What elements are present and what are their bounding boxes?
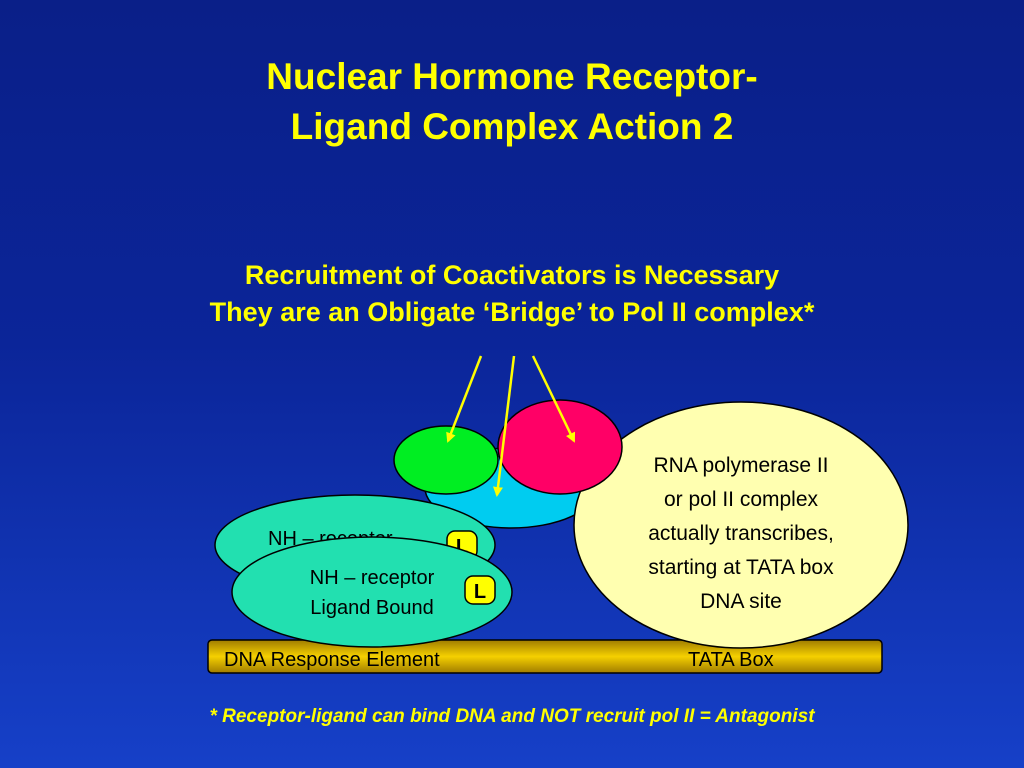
subtitle-line-2: They are an Obligate ‘Bridge’ to Pol II …	[209, 297, 815, 327]
arrow-to-green-coactivator	[446, 355, 483, 443]
pol2-label-line-4: starting at TATA box	[648, 556, 834, 579]
dna-bar: DNA Response Element TATA Box	[207, 639, 883, 674]
receptor-front: NH – receptor Ligand Bound L	[231, 536, 513, 648]
ligand-front-label: L	[474, 581, 486, 603]
dna-response-element-label: DNA Response Element	[224, 649, 440, 671]
pol2-label-line-1: RNA polymerase II	[653, 454, 828, 477]
dna-bar-shape	[207, 639, 883, 674]
arrow-to-cyan-coactivator	[493, 355, 516, 497]
green-coactivator	[393, 425, 499, 495]
receptor-front-label-line-2: Ligand Bound	[310, 597, 433, 619]
tata-box-label: TATA Box	[688, 649, 774, 671]
slide-subtitle: Recruitment of Coactivators is Necessary…	[0, 257, 1024, 331]
footnote: * Receptor-ligand can bind DNA and NOT r…	[209, 706, 815, 727]
slide-title: Nuclear Hormone Receptor- Ligand Complex…	[0, 52, 1024, 152]
pol2-shape	[573, 401, 909, 649]
pol2-label-line-5: DNA site	[700, 590, 782, 613]
title-line-2: Ligand Complex Action 2	[290, 106, 734, 147]
subtitle-line-1: Recruitment of Coactivators is Necessary	[244, 260, 780, 290]
arrow-to-magenta-coactivator	[531, 355, 576, 443]
receptor-front-label-line-1: NH – receptor	[310, 567, 435, 589]
pol2-complex: RNA polymerase II or pol II complex actu…	[573, 401, 909, 649]
title-line-1: Nuclear Hormone Receptor-	[266, 56, 758, 97]
pol2-label-line-2: or pol II complex	[664, 488, 819, 511]
pol2-label-line-3: actually transcribes,	[648, 522, 834, 545]
receptor-front-shape	[231, 536, 513, 648]
magenta-coactivator	[497, 399, 623, 495]
ligand-front-badge	[464, 575, 496, 605]
